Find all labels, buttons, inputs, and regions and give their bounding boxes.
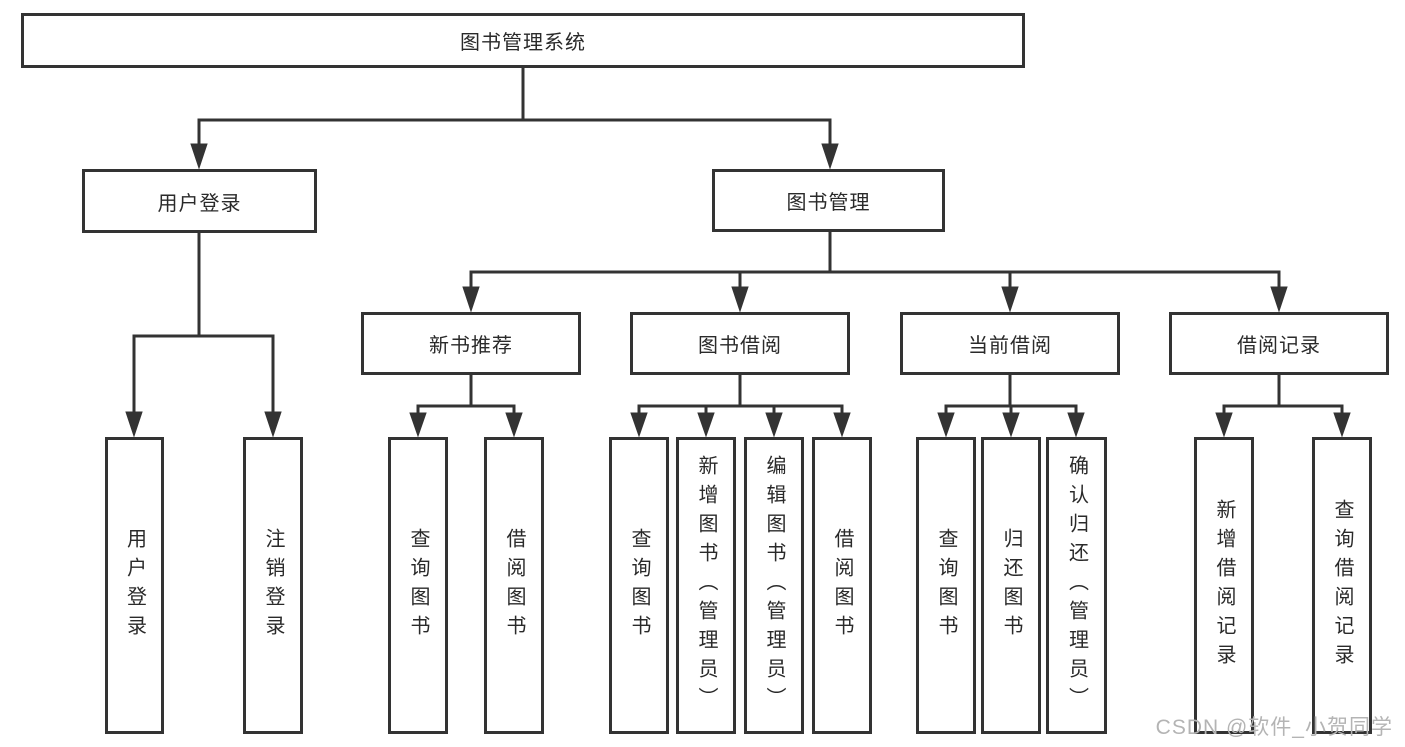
node-label: 归还图书 bbox=[1000, 527, 1022, 644]
node-label: 借阅记录 bbox=[1237, 335, 1321, 357]
node-label: 当前借阅 bbox=[968, 335, 1052, 357]
node-leaf-logout: 注销登录 bbox=[243, 437, 303, 734]
node-label: 图书管理 bbox=[786, 192, 871, 214]
node-label: 借阅图书 bbox=[831, 527, 853, 644]
node-leaf-return-books: 归还图书 bbox=[981, 437, 1041, 734]
node-label: 借阅图书 bbox=[503, 527, 525, 644]
node-current-borrowing: 当前借阅 bbox=[900, 312, 1120, 375]
node-label: 新增图书（管理员） bbox=[695, 455, 717, 716]
node-label: 新书推荐 bbox=[429, 335, 513, 357]
node-label: 图书管理系统 bbox=[460, 32, 586, 54]
node-label: 新增借阅记录 bbox=[1213, 498, 1235, 673]
node-label: 用户登录 bbox=[157, 192, 242, 215]
node-leaf-query-books-1: 查询图书 bbox=[388, 437, 448, 734]
node-leaf-add-borrow-record: 新增借阅记录 bbox=[1194, 437, 1254, 734]
node-leaf-borrow-books-1: 借阅图书 bbox=[484, 437, 544, 734]
node-label: 查询图书 bbox=[935, 527, 957, 644]
node-label: 查询借阅记录 bbox=[1331, 498, 1353, 673]
node-leaf-user-login: 用户登录 bbox=[105, 437, 164, 734]
node-label: 查询图书 bbox=[407, 527, 429, 644]
node-new-book-recommendation: 新书推荐 bbox=[361, 312, 581, 375]
node-leaf-query-books-2: 查询图书 bbox=[609, 437, 669, 734]
node-label: 编辑图书（管理员） bbox=[763, 455, 785, 716]
node-label: 图书借阅 bbox=[698, 335, 782, 357]
node-label: 用户登录 bbox=[123, 527, 146, 644]
node-leaf-edit-books-admin: 编辑图书（管理员） bbox=[744, 437, 804, 734]
node-leaf-borrow-books-2: 借阅图书 bbox=[812, 437, 872, 734]
node-user-login-module: 用户登录 bbox=[82, 169, 317, 233]
node-label: 查询图书 bbox=[628, 527, 650, 644]
node-borrowing-records: 借阅记录 bbox=[1169, 312, 1389, 375]
node-leaf-query-borrow-record: 查询借阅记录 bbox=[1312, 437, 1372, 734]
watermark-text: CSDN @软件_小贺同学 bbox=[1155, 716, 1393, 739]
node-book-borrowing: 图书借阅 bbox=[630, 312, 850, 375]
node-book-management-module: 图书管理 bbox=[712, 169, 945, 232]
node-leaf-add-books-admin: 新增图书（管理员） bbox=[676, 437, 736, 734]
node-label: 确认归还（管理员） bbox=[1065, 455, 1088, 716]
node-leaf-confirm-return-admin: 确认归还（管理员） bbox=[1046, 437, 1107, 734]
node-library-management-system: 图书管理系统 bbox=[21, 13, 1025, 68]
node-label: 注销登录 bbox=[262, 527, 284, 644]
node-leaf-query-books-3: 查询图书 bbox=[916, 437, 976, 734]
